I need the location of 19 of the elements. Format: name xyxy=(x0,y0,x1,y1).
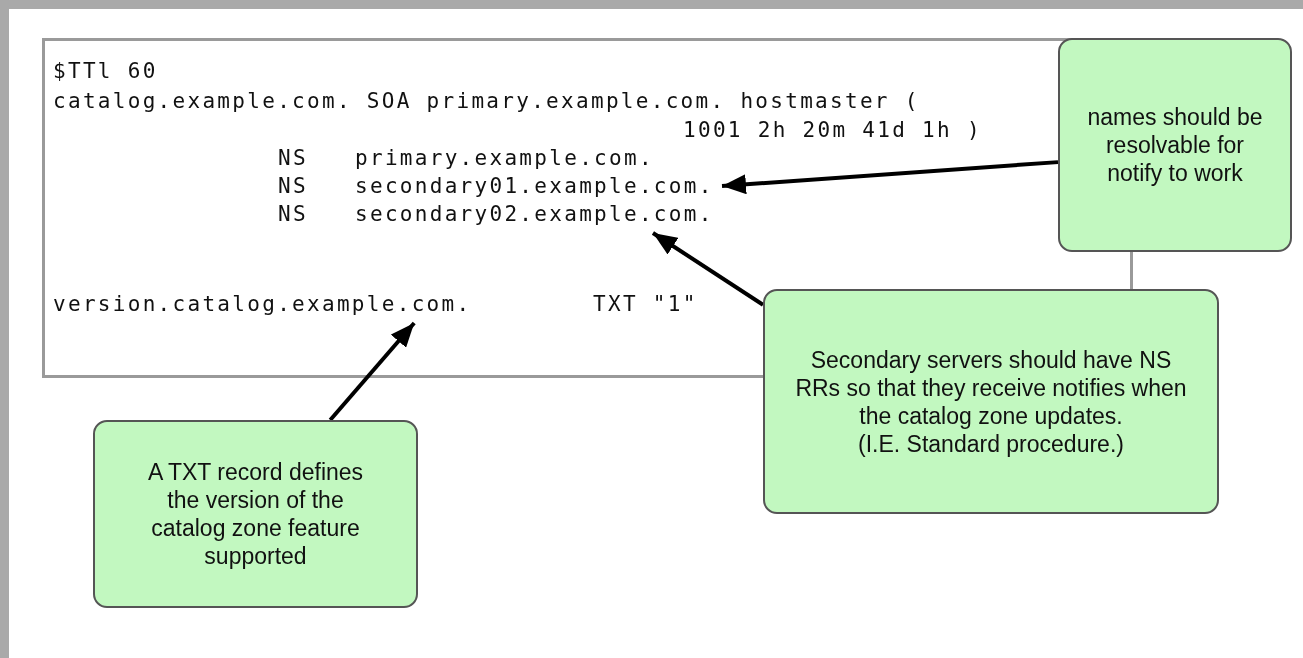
callout-tooltip: names should be resolvable for notify to work xyxy=(1058,38,1292,252)
leader-arrow xyxy=(328,321,416,422)
code-text: secondary01.example.com. xyxy=(355,173,714,199)
code-text: NS xyxy=(278,201,308,227)
callout-text: (I.E. Standard procedure.) xyxy=(858,429,1124,458)
code-text: primary.example.com. xyxy=(355,145,654,171)
code-text: TXT "1" xyxy=(593,291,698,317)
callout-tooltip: A TXT record defines the version of the catalog zone feature supported xyxy=(93,420,418,608)
callout-text: Secondary servers should have NS RRs so that they receive notifies when the catalog zone updates. xyxy=(794,345,1188,430)
code-text: NS xyxy=(278,145,308,171)
code-text: 1001 2h 20m 41d 1h ) xyxy=(683,117,982,143)
code-text: secondary02.example.com. xyxy=(355,201,714,227)
code-text: NS xyxy=(278,173,308,199)
callout-tooltip xyxy=(763,289,1219,514)
code-text: catalog.example.com. SOA primary.example.com. hostmaster ( xyxy=(53,88,920,114)
leader-arrow xyxy=(651,231,765,307)
code-text: $TTl 60 xyxy=(53,58,158,84)
leader-arrow xyxy=(721,160,1059,195)
code-text: version.catalog.example.com. xyxy=(53,291,472,317)
